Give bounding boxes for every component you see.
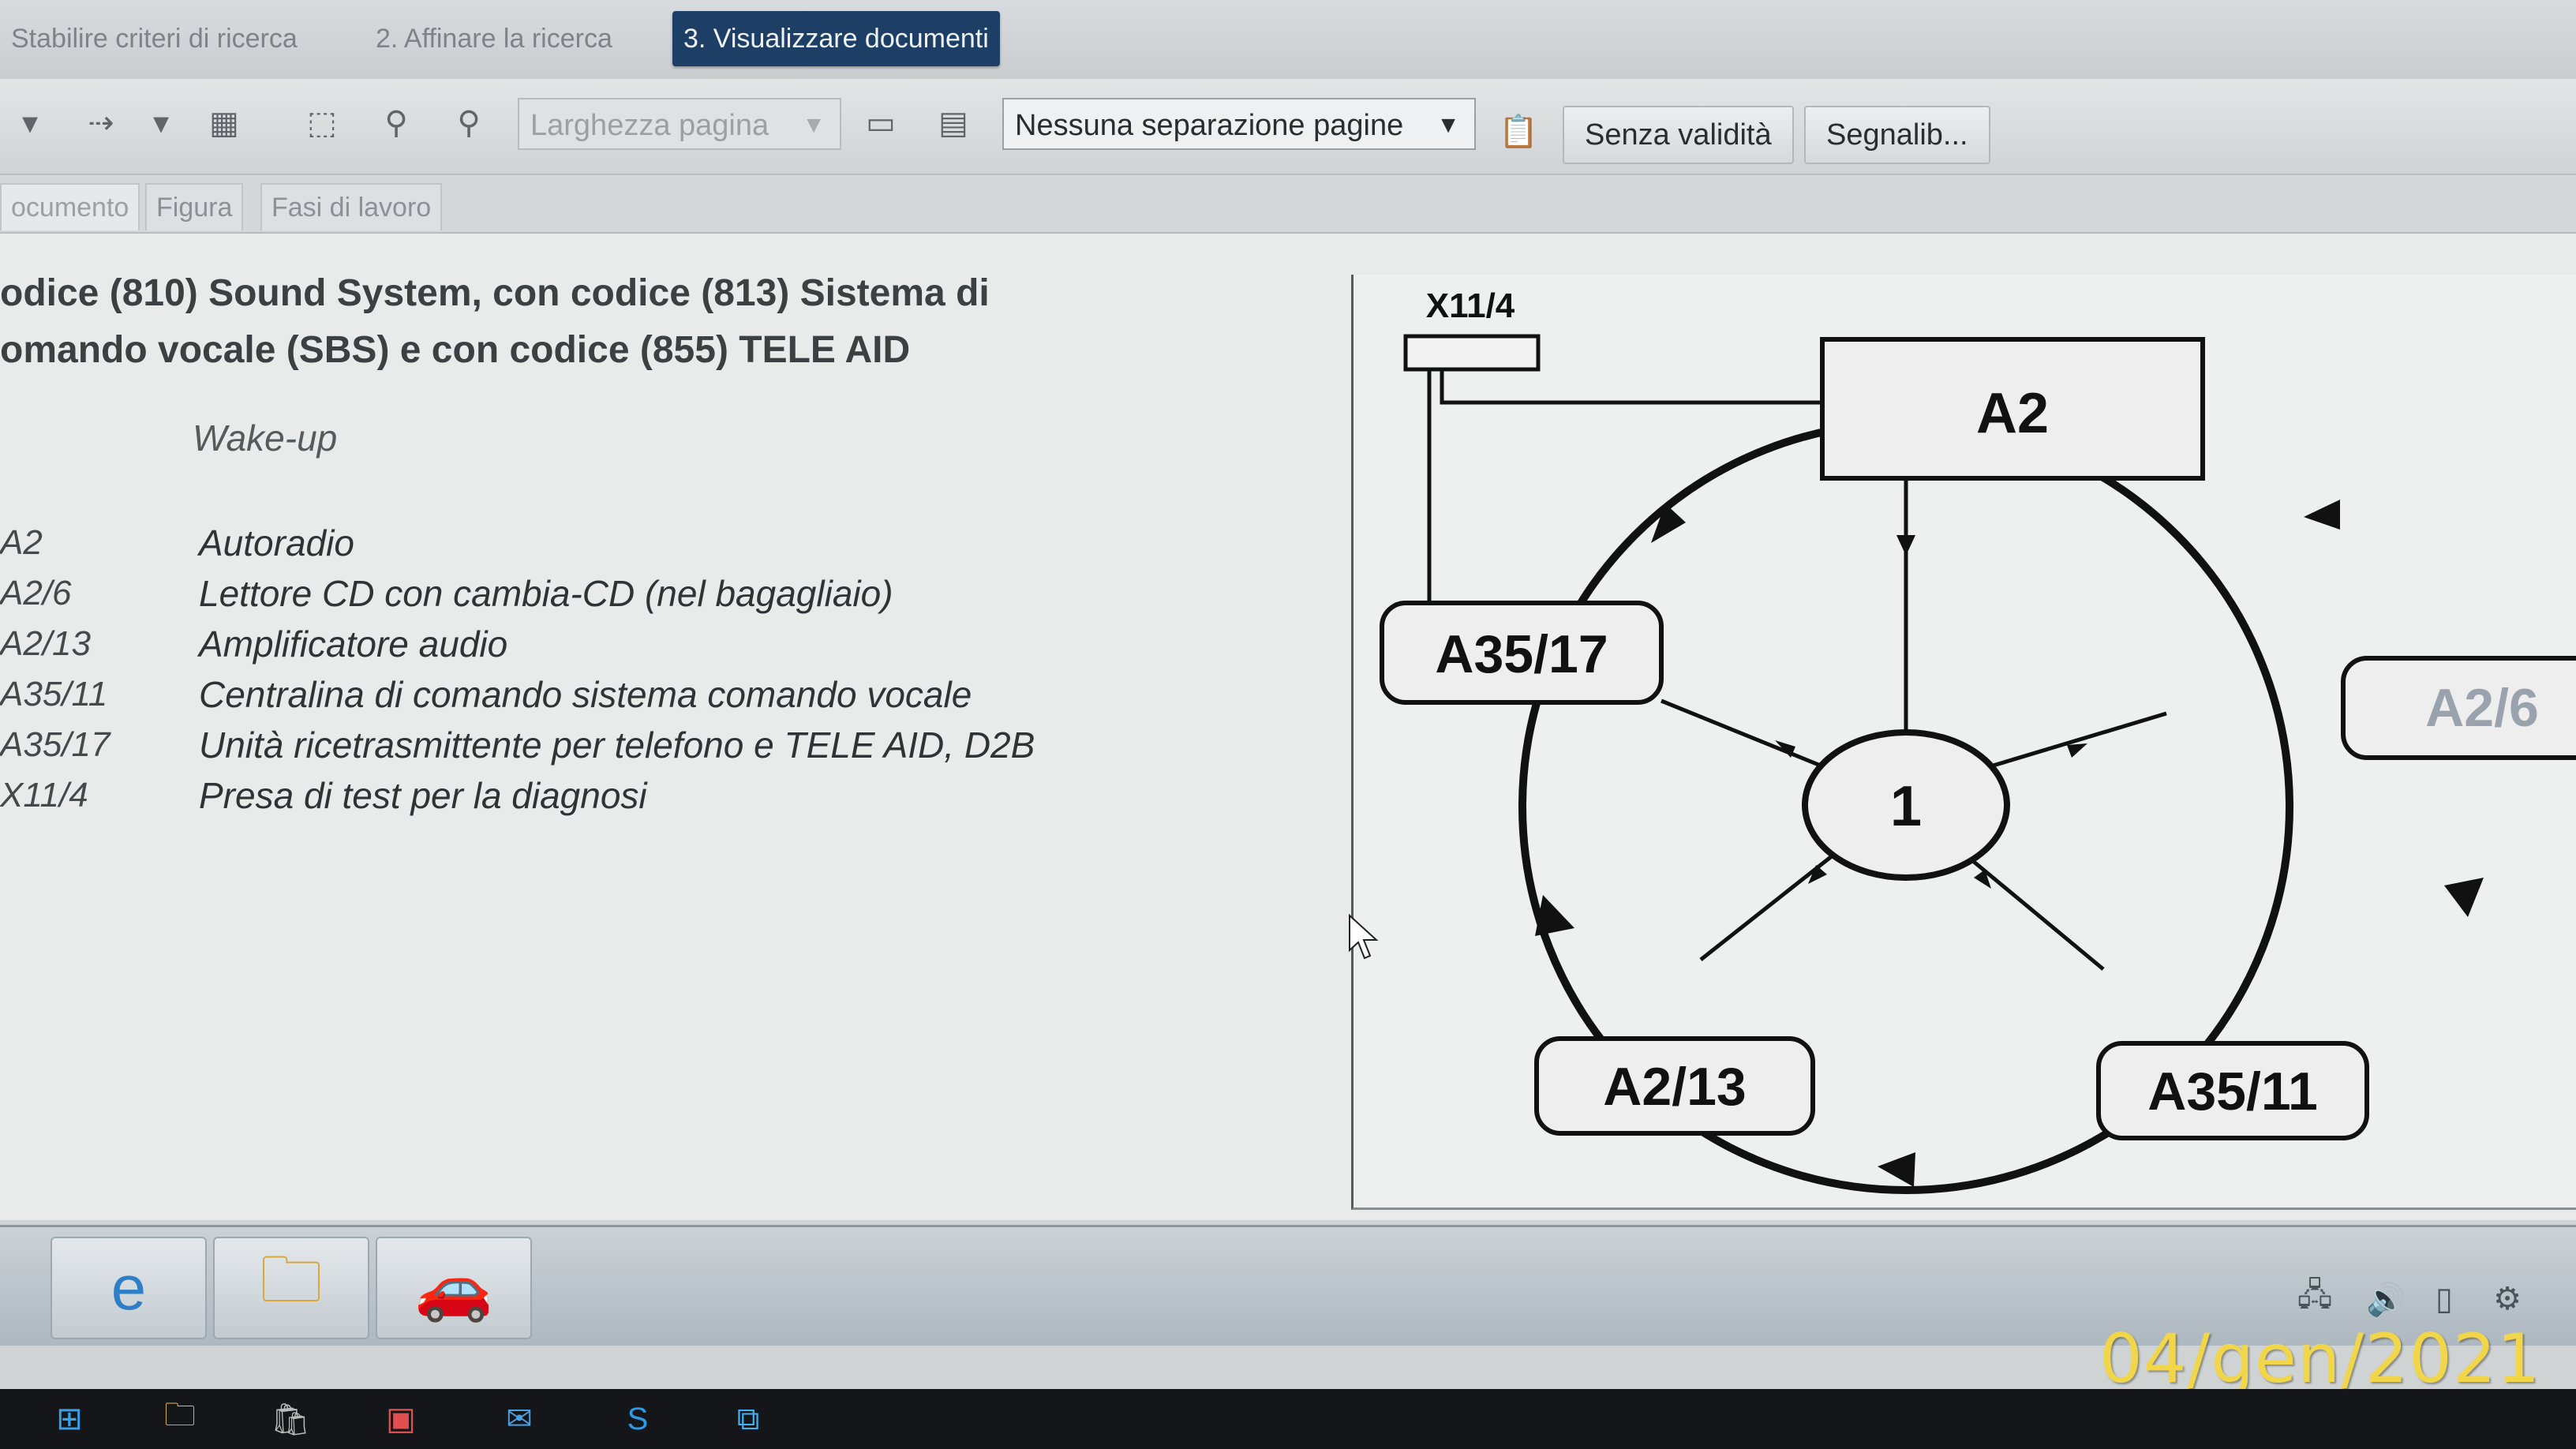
- page-separation-value: Nessuna separazione pagine: [1015, 109, 1404, 142]
- legend-row: A2 Autoradio: [0, 518, 1302, 568]
- select-area-icon[interactable]: ⬚: [307, 106, 337, 140]
- settings-icon[interactable]: ⚙: [2493, 1282, 2522, 1316]
- ring-arrow: [2444, 878, 2484, 917]
- forward-dropdown-icon[interactable]: ▾: [152, 106, 170, 140]
- a2-13-box: [1534, 1036, 1815, 1136]
- back-dropdown-icon[interactable]: ▾: [21, 106, 39, 140]
- spoke-arrow: [1775, 740, 1795, 758]
- a35-11-label: A35/11: [2147, 1061, 2318, 1121]
- legend-code: A35/17: [0, 725, 110, 764]
- legend-desc: Unità ricetrasmittente per telefono e TE…: [199, 724, 1035, 766]
- network-icon[interactable]: 🖧: [2297, 1278, 2333, 1312]
- spoke-arrow: [1896, 535, 1915, 556]
- clipboard-icon[interactable]: 📋: [1499, 114, 1538, 149]
- legend-row: A35/11 Centralina di comando sistema com…: [0, 669, 1302, 720]
- heading-line-2: omando vocale (SBS) e con codice (855) T…: [0, 329, 911, 371]
- a2-6-box: [2341, 656, 2576, 760]
- a2-6-label: A2/6: [2425, 678, 2539, 738]
- legend-desc: Presa di test per la diagnosi: [199, 775, 647, 816]
- zoom-in-icon[interactable]: ⚲: [457, 106, 481, 140]
- folder-icon[interactable]: 🗀: [213, 1237, 369, 1339]
- ring-arrow: [2304, 500, 2340, 530]
- tab-document[interactable]: ocumento: [0, 183, 140, 230]
- zoom-select[interactable]: Larghezza pagina ▼: [518, 98, 841, 150]
- step-refine-search-tab[interactable]: 2. Affinare la ricerca: [376, 24, 612, 54]
- multi-page-icon[interactable]: ▤: [938, 106, 968, 140]
- mouse-cursor-icon: [1349, 914, 1379, 960]
- legend-desc: Autoradio: [199, 522, 354, 564]
- center-node: [1802, 729, 2010, 881]
- single-page-icon[interactable]: ▭: [866, 106, 896, 140]
- legend-desc: Lettore CD con cambia-CD (nel bagagliaio…: [199, 573, 893, 614]
- photo-date-stamp: 04/gen/2021: [2099, 1320, 2541, 1398]
- bookmarks-button[interactable]: Segnalib...: [1804, 106, 1990, 164]
- wiring-diagram: X11/4 A2 A35/17 A2/6 1 A2/13 A35/11: [1351, 275, 2576, 1210]
- skype-icon[interactable]: S: [627, 1401, 649, 1436]
- forward-arrow-icon[interactable]: ⇢: [88, 106, 114, 140]
- remote-app-icon[interactable]: ⧉: [736, 1401, 760, 1436]
- step-view-documents-tab[interactable]: 3. Visualizzare documenti: [672, 11, 1000, 66]
- chevron-down-icon: ▼: [802, 112, 826, 138]
- center-node-label: 1: [1890, 775, 1922, 838]
- zoom-out-icon[interactable]: ⚲: [384, 106, 408, 140]
- step-bar: Stabilire criteri di ricerca 2. Affinare…: [0, 0, 2576, 79]
- volume-icon[interactable]: 🔊: [2366, 1282, 2406, 1317]
- page-separation-select[interactable]: Nessuna separazione pagine ▼: [1002, 98, 1476, 150]
- legend-row: A2/13 Amplificatore audio: [0, 619, 1302, 669]
- wake-up-label: Wake-up: [193, 417, 338, 459]
- component-legend: A2 Autoradio A2/6 Lettore CD con cambia-…: [0, 518, 1302, 821]
- a35-11-box: [2096, 1041, 2369, 1140]
- document-toolbar: ▾ ⇢ ▾ ▦ ⬚ ⚲ ⚲ Larghezza pagina ▼ ▭ ▤ Nes…: [0, 79, 2576, 175]
- heading-line-1: odice (810) Sound System, con codice (81…: [0, 272, 990, 314]
- explorer-icon[interactable]: 🗀: [164, 1398, 196, 1432]
- legend-desc: Centralina di comando sistema comando vo…: [199, 674, 972, 715]
- ring-arrow: [1535, 895, 1574, 936]
- a2-13-label: A2/13: [1603, 1057, 1746, 1117]
- x11-4-to-a2-line: [1440, 365, 1827, 405]
- chevron-down-icon: ▼: [1436, 112, 1460, 138]
- spoke-arrow: [1808, 865, 1827, 884]
- legend-row: X11/4 Presa di test per la diagnosi: [0, 770, 1302, 821]
- windows-taskbar: ⊞ 🗀 🛍 ▣ ✉ S ⧉: [0, 1389, 2576, 1449]
- a35-17-box: [1380, 601, 1664, 705]
- document-content: odice (810) Sound System, con codice (81…: [0, 234, 2576, 1220]
- car-diagnostic-icon[interactable]: 🚗: [376, 1237, 532, 1339]
- battery-icon[interactable]: ▯: [2435, 1282, 2453, 1316]
- grid-view-icon[interactable]: ▦: [209, 106, 239, 140]
- legend-code: A2/6: [0, 574, 72, 612]
- application-taskbar: e 🗀 🚗 🖧 🔊 ▯ ⚙: [0, 1225, 2576, 1346]
- a2-box: [1820, 337, 2205, 481]
- browser-icon[interactable]: e: [51, 1237, 207, 1339]
- document-heading: odice (810) Sound System, con codice (81…: [0, 265, 1263, 379]
- spoke-arrow: [1974, 870, 1991, 889]
- mail-icon[interactable]: ✉: [506, 1402, 533, 1436]
- tab-figure[interactable]: Figura: [145, 183, 244, 230]
- validity-button[interactable]: Senza validità: [1563, 106, 1794, 164]
- d2b-ring-diagram: X11/4 A2 A35/17 A2/6 1 A2/13 A35/11: [1380, 286, 2576, 1194]
- x11-4-box: [1403, 334, 1541, 372]
- ring-arrow: [1878, 1152, 1915, 1187]
- legend-code: A2: [0, 523, 43, 562]
- store-icon[interactable]: 🛍: [270, 1402, 311, 1437]
- app-icon[interactable]: ▣: [386, 1402, 416, 1436]
- legend-row: A35/17 Unità ricetrasmittente per telefo…: [0, 720, 1302, 770]
- zoom-select-value: Larghezza pagina: [530, 109, 769, 142]
- document-tabs: ocumento Figura Fasi di lavoro: [0, 175, 2576, 234]
- a2-label: A2: [1976, 382, 2049, 445]
- legend-code: A2/13: [0, 624, 91, 663]
- legend-desc: Amplificatore audio: [199, 623, 508, 665]
- step-set-criteria-tab[interactable]: Stabilire criteri di ricerca: [11, 24, 298, 54]
- windows-start-icon[interactable]: ⊞: [56, 1402, 83, 1436]
- spoke-arrow: [2067, 743, 2087, 758]
- legend-code: A35/11: [0, 675, 108, 713]
- ring-arrow: [1651, 504, 1686, 543]
- x11-4-label: X11/4: [1426, 286, 1515, 325]
- legend-code: X11/4: [0, 776, 88, 814]
- tab-work-steps[interactable]: Fasi di lavoro: [260, 183, 443, 230]
- legend-row: A2/6 Lettore CD con cambia-CD (nel bagag…: [0, 568, 1302, 619]
- a35-17-label: A35/17: [1435, 624, 1608, 684]
